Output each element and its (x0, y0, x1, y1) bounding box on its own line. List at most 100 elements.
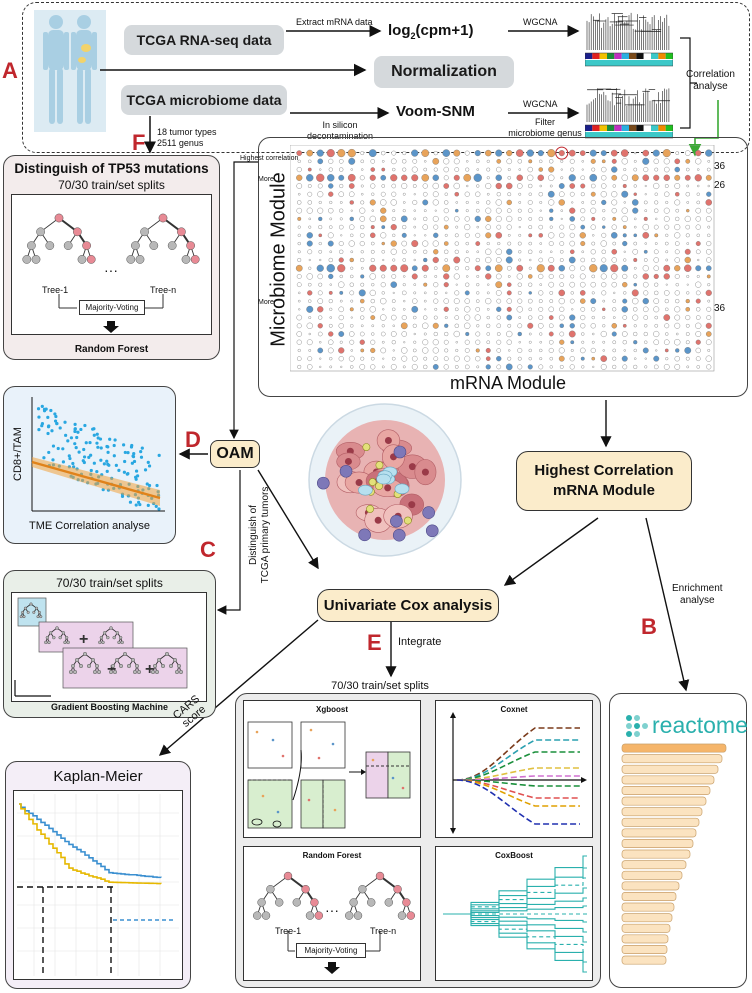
pathway-bar (621, 860, 687, 870)
heatmap-cell (391, 216, 396, 221)
heatmap-cell (338, 159, 344, 164)
heatmap-cell (632, 248, 639, 255)
heatmap-cell (444, 233, 448, 237)
heatmap-cell (663, 207, 670, 214)
tree-node (86, 255, 96, 264)
xgb-panel (247, 721, 293, 769)
heatmap-cell (548, 166, 555, 173)
heatmap-cell (317, 306, 324, 313)
heatmap-cell (380, 207, 387, 214)
heatmap-cell (654, 282, 659, 287)
heatmap-cell (528, 249, 533, 254)
heatmap-cell (706, 191, 712, 197)
tree-node (96, 669, 102, 675)
heatmap-cell (381, 184, 386, 188)
heatmap-cell (392, 233, 396, 237)
down-arrow-icon (324, 962, 340, 974)
voom-label: Voom-SNM (396, 103, 475, 120)
heatmap-cell (442, 264, 451, 273)
heatmap-cell (445, 291, 448, 295)
heatmap-cell (528, 307, 532, 312)
pathway-bar (621, 839, 694, 848)
scatter-point (134, 475, 138, 479)
heatmap-cell (591, 183, 596, 189)
heatmap-cell (548, 174, 555, 181)
tree-node (77, 255, 87, 264)
heatmap-cell (549, 208, 554, 213)
heatmap-cell (391, 183, 397, 189)
coxnet-plot (450, 712, 587, 834)
heatmap-cell (433, 151, 438, 156)
heatmap-cell (507, 233, 511, 237)
heatmap-cell (486, 200, 491, 205)
heatmap-cell (591, 216, 596, 221)
scatter-point (146, 503, 150, 508)
heatmap-cell (466, 160, 469, 163)
xgb-ellipse (251, 818, 263, 826)
tree-node (48, 631, 53, 635)
heatmap-cell (580, 265, 586, 271)
heatmap-cell (496, 166, 502, 173)
xgboost-title: Xgboost (316, 705, 348, 714)
scatter-point (46, 415, 50, 420)
heatmap-cell (297, 216, 302, 221)
heatmap-cell (317, 191, 324, 198)
heatmap-cell (601, 249, 606, 254)
heatmap-cell (518, 233, 522, 237)
heatmap-cell (570, 349, 574, 352)
heatmap-cell (549, 159, 554, 164)
heatmap-cell (569, 207, 576, 214)
heatmap-cell (580, 314, 586, 321)
heatmap-cell (602, 324, 606, 328)
scatter-point (76, 430, 80, 434)
heatmap-cell (403, 308, 406, 311)
heatmap-cell (400, 322, 408, 330)
heatmap-cell (695, 265, 702, 272)
tree-node (94, 663, 100, 669)
heatmap-cell (538, 224, 543, 230)
heatmap-cell (475, 159, 480, 164)
heatmap-cell (506, 282, 512, 287)
heatmap-cell (696, 274, 700, 278)
scatter-point (146, 460, 150, 464)
heatmap-cell (486, 315, 490, 320)
heatmap-cell (568, 149, 576, 157)
heatmap-cell (558, 314, 565, 321)
arrow-head-icon (450, 828, 456, 834)
heatmap-cell (360, 184, 364, 188)
heatmap-cell (443, 216, 449, 222)
heatmap-cell (381, 160, 385, 163)
heatmap-cell (611, 257, 617, 263)
heatmap-cell (705, 339, 712, 346)
xgb-point (331, 742, 335, 746)
heatmap-cell (559, 282, 565, 287)
scatter-point (61, 460, 66, 464)
heatmap-cell (539, 242, 543, 245)
heatmap-cell (485, 248, 492, 255)
tme-caption: TME Correlation analyse (28, 520, 151, 532)
tree-node (19, 615, 23, 619)
heatmap-cell (674, 224, 681, 231)
heatmap-cell (464, 348, 470, 353)
heatmap-cell (455, 283, 458, 286)
heatmap-cell (464, 232, 470, 238)
heatmap-cell (296, 174, 303, 181)
heatmap-cell (696, 200, 701, 205)
tree-node (26, 610, 30, 614)
heatmap-cell (339, 208, 344, 213)
heatmap-cell (664, 184, 669, 188)
heatmap-cell (653, 355, 660, 362)
heatmap-cell (297, 200, 302, 205)
heatmap-cell (507, 275, 511, 278)
heatmap-cell (685, 307, 690, 312)
heatmap-cell (443, 175, 449, 181)
heatmap-cell (611, 158, 617, 164)
heatmap-cell (390, 158, 397, 165)
heatmap-cell (326, 264, 335, 273)
xgb-point (271, 738, 275, 742)
tree-node (384, 898, 394, 907)
tree-node (160, 663, 166, 669)
heatmap-cell (486, 332, 490, 336)
heatmap-cell (496, 298, 502, 304)
heatmap-cell (664, 299, 669, 304)
